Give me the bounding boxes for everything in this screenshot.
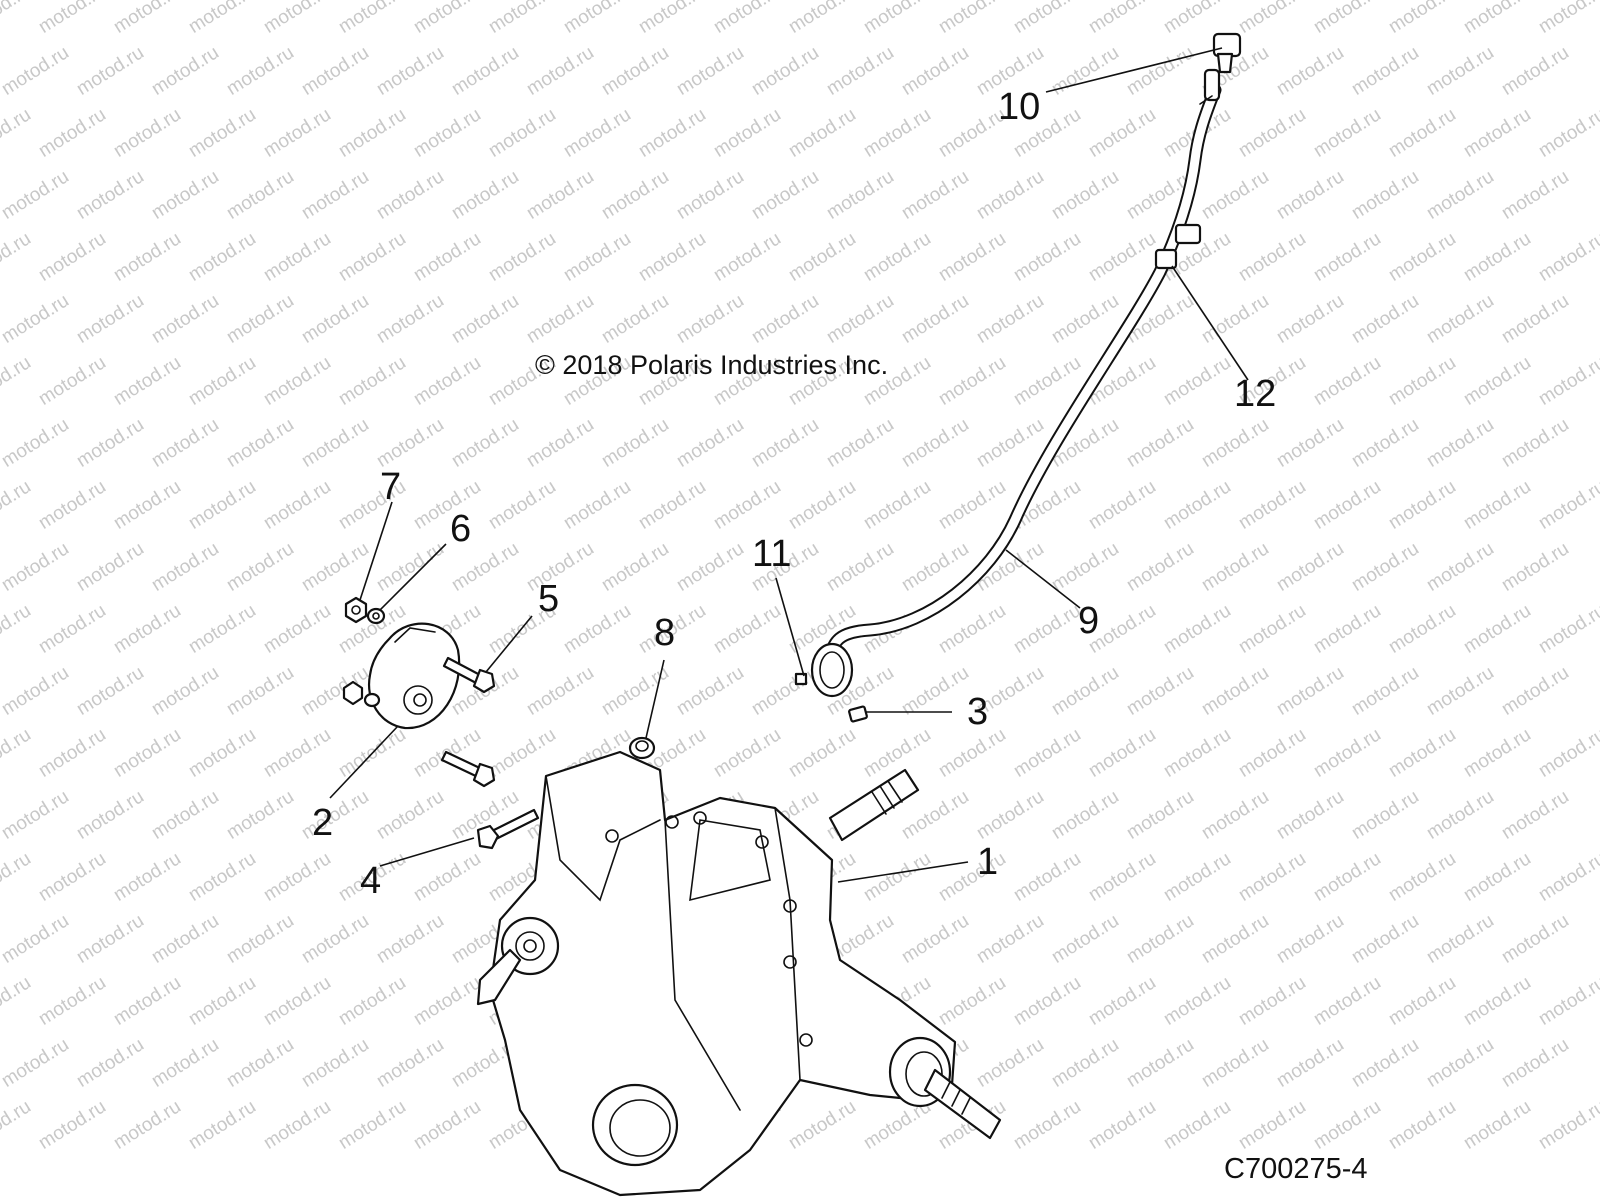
callout-12: 12 <box>1234 373 1277 415</box>
callout-5: 5 <box>538 578 560 620</box>
callout-6: 6 <box>450 508 472 550</box>
callout-11: 11 <box>752 533 792 575</box>
sensor-cover <box>367 622 461 730</box>
band-clamp <box>794 642 854 698</box>
small-fitting <box>848 705 868 723</box>
callout-1: 1 <box>977 841 999 883</box>
gearcase <box>476 750 957 1197</box>
callout-10: 10 <box>998 86 1041 128</box>
vent-fitting <box>1199 32 1242 105</box>
bolt-upper <box>442 656 496 694</box>
hose-clamp-lower <box>1154 248 1178 270</box>
spacer <box>628 736 656 760</box>
drawing-number: C700275-4 <box>1224 1153 1368 1185</box>
nut <box>344 596 368 624</box>
copyright-notice: © 2018 Polaris Industries Inc. <box>535 350 889 380</box>
output-shaft <box>923 1068 1002 1140</box>
callout-9: 9 <box>1078 600 1100 642</box>
callout-3: 3 <box>967 691 989 733</box>
input-shaft <box>828 768 920 842</box>
bolt-lower <box>476 808 540 850</box>
vent-hose <box>823 83 1222 669</box>
bolt-middle <box>440 750 496 788</box>
washer-lower <box>363 692 381 708</box>
hose-clamp-upper <box>1174 223 1202 245</box>
leader-lines <box>329 47 1249 883</box>
callout-8: 8 <box>654 612 676 654</box>
callout-7: 7 <box>380 466 402 508</box>
callout-4: 4 <box>360 860 382 902</box>
callout-2: 2 <box>312 802 334 844</box>
washer <box>366 607 386 625</box>
nut-lower <box>342 680 364 706</box>
